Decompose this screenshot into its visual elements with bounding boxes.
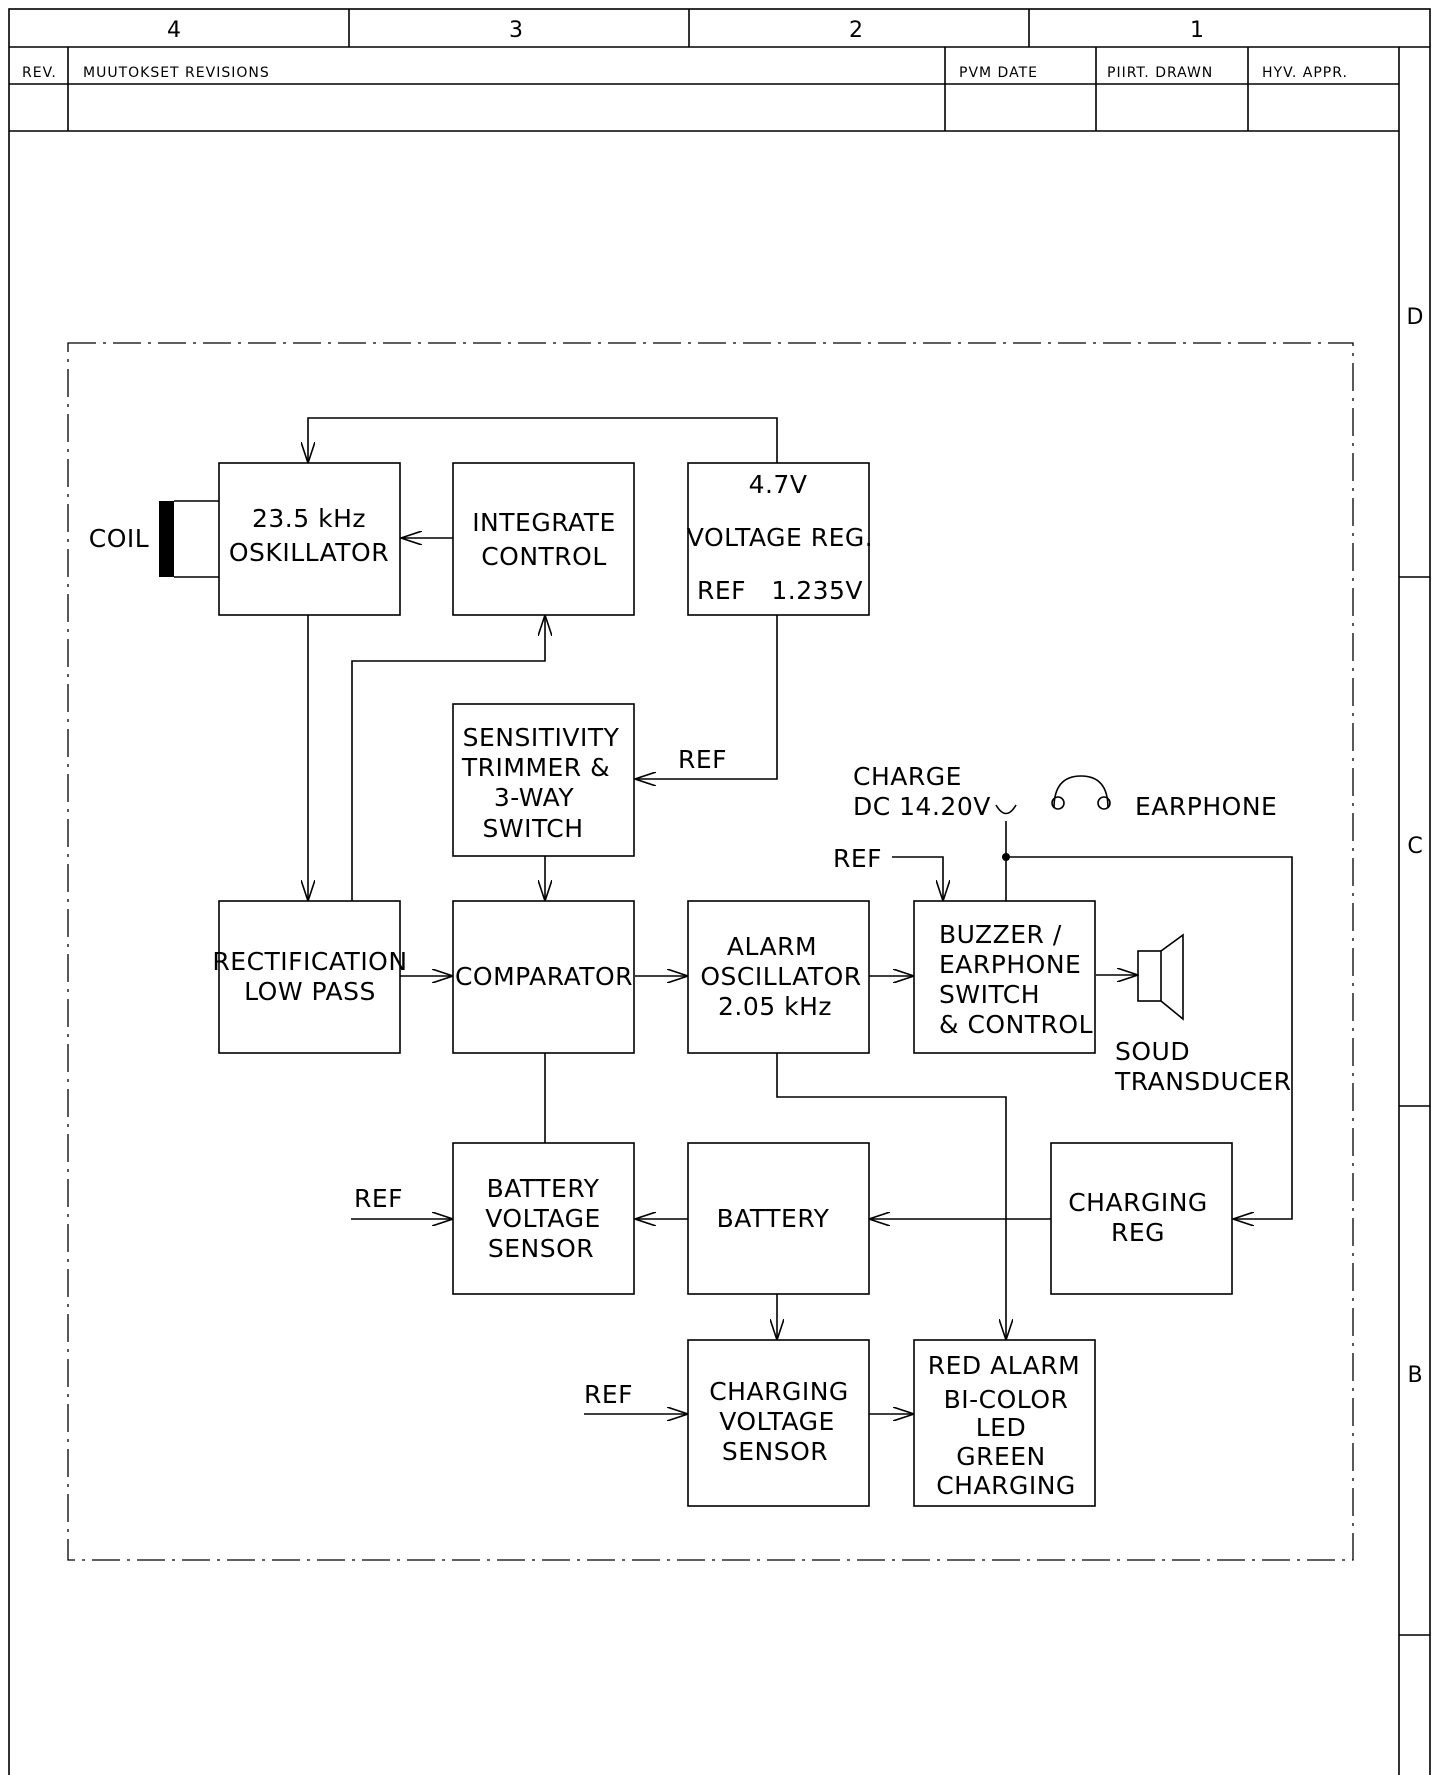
- comparator-line-1: COMPARATOR: [455, 962, 633, 991]
- block-comparator: COMPARATOR: [452, 900, 635, 1054]
- led-line-4: GREEN: [956, 1442, 1046, 1471]
- column-number-4: 4: [167, 18, 181, 43]
- charge-jack-icon: [995, 804, 1017, 815]
- speaker-icon: [1137, 933, 1184, 1021]
- ref-label-charging-sensor: REF: [584, 1380, 633, 1409]
- charge-label-line-2: DC 14.20V: [853, 792, 991, 821]
- title-block: 4 3 2 1 REV. MUUTOKSET REVISIONS PVM DAT…: [8, 8, 1431, 1775]
- voltage-reg-line-3: REF 1.235V: [697, 576, 863, 605]
- voltage-reg-line-1: 4.7V: [749, 470, 808, 499]
- column-number-2: 2: [849, 18, 863, 43]
- header-rev: REV.: [22, 65, 57, 81]
- column-number-3: 3: [509, 18, 523, 43]
- block-buzzer-control: BUZZER / EARPHONE SWITCH & CONTROL: [913, 900, 1096, 1054]
- integrate-line-1: INTEGRATE: [472, 508, 616, 537]
- ref-label-battery-sensor: REF: [354, 1184, 403, 1213]
- battery-line-1: BATTERY: [717, 1204, 830, 1233]
- voltage-reg-line-2: VOLTAGE REG.: [687, 523, 873, 552]
- header-revisions: MUUTOKSET REVISIONS: [83, 65, 270, 81]
- ref-label-buzzer: REF: [833, 844, 882, 873]
- block-bicolor-led: RED ALARM BI-COLOR LED GREEN CHARGING: [913, 1339, 1096, 1507]
- rectification-line-2: LOW PASS: [244, 977, 376, 1006]
- connections: [308, 417, 1293, 1414]
- header-date: PVM DATE: [959, 65, 1038, 81]
- transducer-label-line-1: SOUD: [1115, 1037, 1190, 1066]
- block-integrate-control: INTEGRATE CONTROL: [452, 462, 635, 616]
- led-line-3: LED: [976, 1413, 1026, 1442]
- header-approved: HYV. APPR.: [1262, 65, 1348, 81]
- led-line-5: CHARGING: [936, 1471, 1076, 1500]
- coil-symbol: [159, 500, 219, 578]
- charge-label-line-1: CHARGE: [853, 762, 962, 791]
- battery-sensor-line-3: SENSOR: [488, 1234, 594, 1263]
- charging-reg-line-2: REG: [1111, 1218, 1165, 1247]
- buzzer-line-2: EARPHONE: [939, 950, 1081, 979]
- buzzer-line-3: SWITCH: [939, 980, 1040, 1009]
- led-line-1: RED ALARM: [928, 1351, 1081, 1380]
- sensitivity-line-3: 3-WAY: [494, 783, 574, 812]
- sensitivity-line-1: SENSITIVITY: [463, 723, 620, 752]
- charging-reg-line-1: CHARGING: [1068, 1188, 1208, 1217]
- coil-label: COIL: [89, 524, 149, 553]
- earphone-label: EARPHONE: [1135, 792, 1277, 821]
- sensitivity-line-2: TRIMMER &: [461, 753, 610, 782]
- led-line-2: BI-COLOR: [944, 1385, 1069, 1414]
- block-charging-voltage-sensor: CHARGING VOLTAGE SENSOR: [687, 1339, 870, 1507]
- block-oscillator: 23.5 kHz OSKILLATOR: [218, 462, 401, 616]
- zone-letter-d: D: [1407, 305, 1424, 330]
- alarm-osc-line-2: OSCILLATOR: [700, 962, 861, 991]
- alarm-osc-line-1: ALARM: [727, 932, 817, 961]
- alarm-osc-line-3: 2.05 kHz: [718, 992, 832, 1021]
- device-boundary: [67, 342, 1354, 1561]
- charging-sensor-line-1: CHARGING: [709, 1377, 849, 1406]
- charging-sensor-line-2: VOLTAGE: [719, 1407, 835, 1436]
- column-number-1: 1: [1190, 18, 1204, 43]
- charging-sensor-line-3: SENSOR: [722, 1437, 828, 1466]
- buzzer-line-4: & CONTROL: [939, 1010, 1093, 1039]
- sensitivity-line-4: SWITCH: [482, 814, 583, 843]
- block-voltage-regulator: 4.7V VOLTAGE REG. REF 1.235V: [687, 462, 873, 616]
- zone-letter-c: C: [1407, 834, 1422, 859]
- block-charging-reg: CHARGING REG: [1050, 1142, 1233, 1295]
- battery-sensor-line-1: BATTERY: [487, 1174, 600, 1203]
- header-drawn: PIIRT. DRAWN: [1107, 65, 1213, 81]
- block-sensitivity-trimmer: SENSITIVITY TRIMMER & 3-WAY SWITCH: [452, 703, 635, 857]
- buzzer-line-1: BUZZER /: [939, 920, 1062, 949]
- ref-label-voltage-reg: REF: [678, 745, 727, 774]
- block-alarm-oscillator: ALARM OSCILLATOR 2.05 kHz: [687, 900, 870, 1054]
- rectification-line-1: RECTIFICATION: [212, 947, 407, 976]
- junction-dot: [1002, 853, 1010, 861]
- zone-letter-b: B: [1407, 1363, 1422, 1388]
- oscillator-line-1: 23.5 kHz: [252, 504, 366, 533]
- block-battery-voltage-sensor: BATTERY VOLTAGE SENSOR: [452, 1142, 635, 1295]
- battery-sensor-line-2: VOLTAGE: [485, 1204, 601, 1233]
- transducer-label-line-2: TRANSDUCER: [1114, 1067, 1291, 1096]
- integrate-line-2: CONTROL: [481, 542, 607, 571]
- oscillator-line-2: OSKILLATOR: [229, 538, 389, 567]
- block-battery: BATTERY: [687, 1142, 870, 1295]
- earphone-icon: [1051, 775, 1111, 810]
- block-rectification: RECTIFICATION LOW PASS: [212, 900, 407, 1054]
